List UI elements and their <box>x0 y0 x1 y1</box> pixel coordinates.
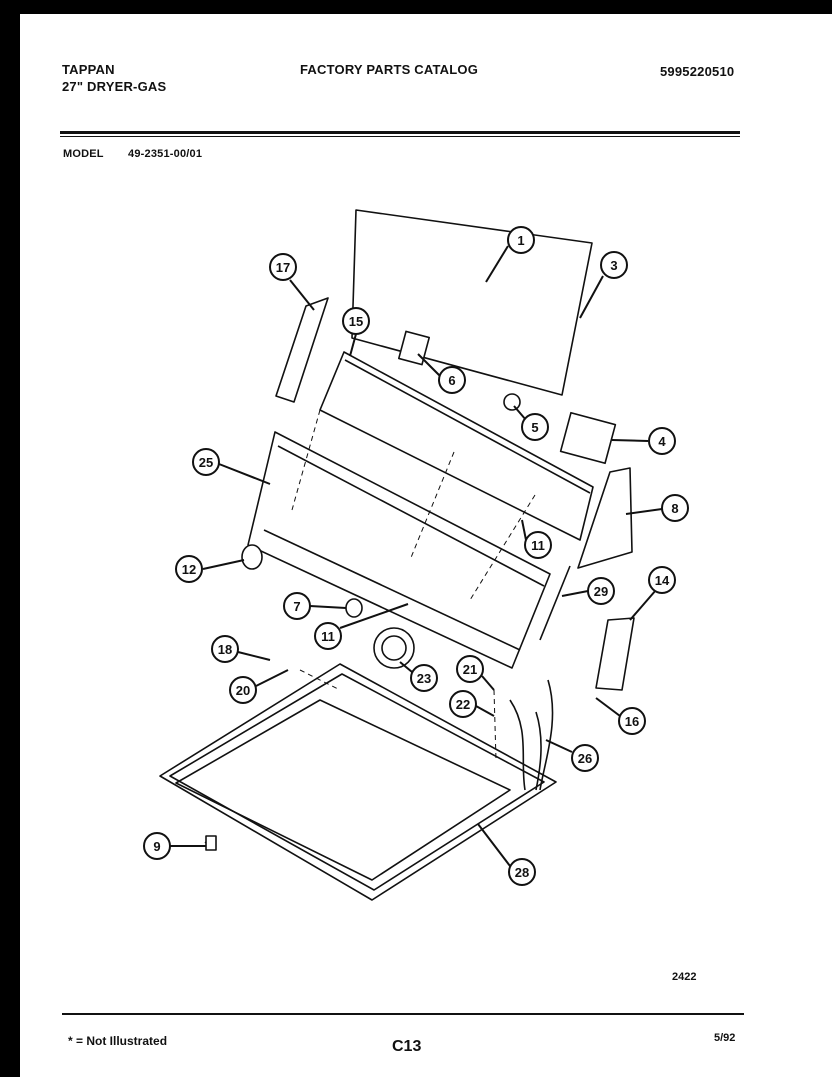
header-rule-top <box>60 131 740 134</box>
part-knob-small <box>503 393 521 411</box>
callout-14: 14 <box>629 566 676 621</box>
callout-3: 3 <box>579 251 628 319</box>
callout-4: 4 <box>611 427 676 455</box>
callout-11-lower: 11 <box>314 603 409 650</box>
part-rod <box>539 565 571 641</box>
part-dial <box>373 627 415 669</box>
catalog-number: 5995220510 <box>660 64 735 79</box>
svg-text:21: 21 <box>463 662 477 677</box>
callout-20: 20 <box>229 669 289 704</box>
part-back-panel <box>351 209 593 396</box>
callout-9: 9 <box>143 832 206 860</box>
part-end-cap <box>577 467 633 569</box>
callout-17: 17 <box>269 253 315 311</box>
callout-11-upper: 11 <box>521 519 552 559</box>
part-bracket <box>275 297 329 403</box>
svg-text:26: 26 <box>578 751 592 766</box>
svg-text:3: 3 <box>610 258 617 273</box>
svg-text:11: 11 <box>321 629 335 644</box>
callout-12: 12 <box>175 555 245 583</box>
part-timer <box>559 411 617 465</box>
svg-text:28: 28 <box>515 865 529 880</box>
callout-25: 25 <box>192 448 271 485</box>
header-rule-bottom <box>60 136 740 137</box>
part-heater-bracket <box>595 617 635 691</box>
svg-text:25: 25 <box>199 455 213 470</box>
svg-text:15: 15 <box>349 314 363 329</box>
svg-text:7: 7 <box>293 599 300 614</box>
svg-text:16: 16 <box>625 714 639 729</box>
part-console <box>247 431 551 669</box>
callout-16: 16 <box>595 697 646 735</box>
model-number: 49-2351-00/01 <box>128 148 203 160</box>
footnote: * = Not Illustrated <box>68 1034 168 1048</box>
catalog-title: FACTORY PARTS CATALOG <box>300 62 479 77</box>
model-label: MODEL <box>63 148 104 160</box>
revision-date: 5/92 <box>714 1032 736 1044</box>
callout-7: 7 <box>283 592 347 620</box>
svg-text:6: 6 <box>448 373 455 388</box>
callout-5: 5 <box>513 405 549 441</box>
svg-text:29: 29 <box>594 584 608 599</box>
brand-name: TAPPAN <box>62 62 115 77</box>
callout-23: 23 <box>399 661 438 692</box>
part-control-panel <box>319 351 594 541</box>
callout-15: 15 <box>342 307 370 357</box>
svg-text:8: 8 <box>671 501 678 516</box>
svg-text:12: 12 <box>182 562 196 577</box>
callout-6: 6 <box>417 353 466 394</box>
svg-text:9: 9 <box>153 839 160 854</box>
callout-28: 28 <box>477 823 536 886</box>
part-top-lid <box>159 663 557 901</box>
part-knob-small-7 <box>345 598 363 618</box>
svg-text:17: 17 <box>276 260 290 275</box>
callout-29: 29 <box>561 577 615 605</box>
callout-18: 18 <box>211 635 271 663</box>
svg-text:18: 18 <box>218 642 232 657</box>
footer-rule <box>62 1013 744 1015</box>
part-hoses <box>509 679 554 791</box>
figure-number: 2422 <box>672 971 697 983</box>
svg-text:5: 5 <box>531 420 538 435</box>
callout-8: 8 <box>625 494 689 522</box>
callout-26: 26 <box>545 739 599 772</box>
svg-text:22: 22 <box>456 697 470 712</box>
svg-text:14: 14 <box>655 573 670 588</box>
part-knob-left <box>241 544 263 570</box>
callout-21: 21 <box>456 655 495 691</box>
callout-22: 22 <box>449 690 495 718</box>
callout-1: 1 <box>485 226 535 283</box>
product-name: 27" DRYER-GAS <box>62 79 167 94</box>
svg-text:11: 11 <box>531 538 545 553</box>
svg-text:23: 23 <box>417 671 431 686</box>
page-code: C13 <box>392 1038 422 1055</box>
svg-text:4: 4 <box>658 434 666 449</box>
svg-text:1: 1 <box>517 233 524 248</box>
svg-text:20: 20 <box>236 683 250 698</box>
